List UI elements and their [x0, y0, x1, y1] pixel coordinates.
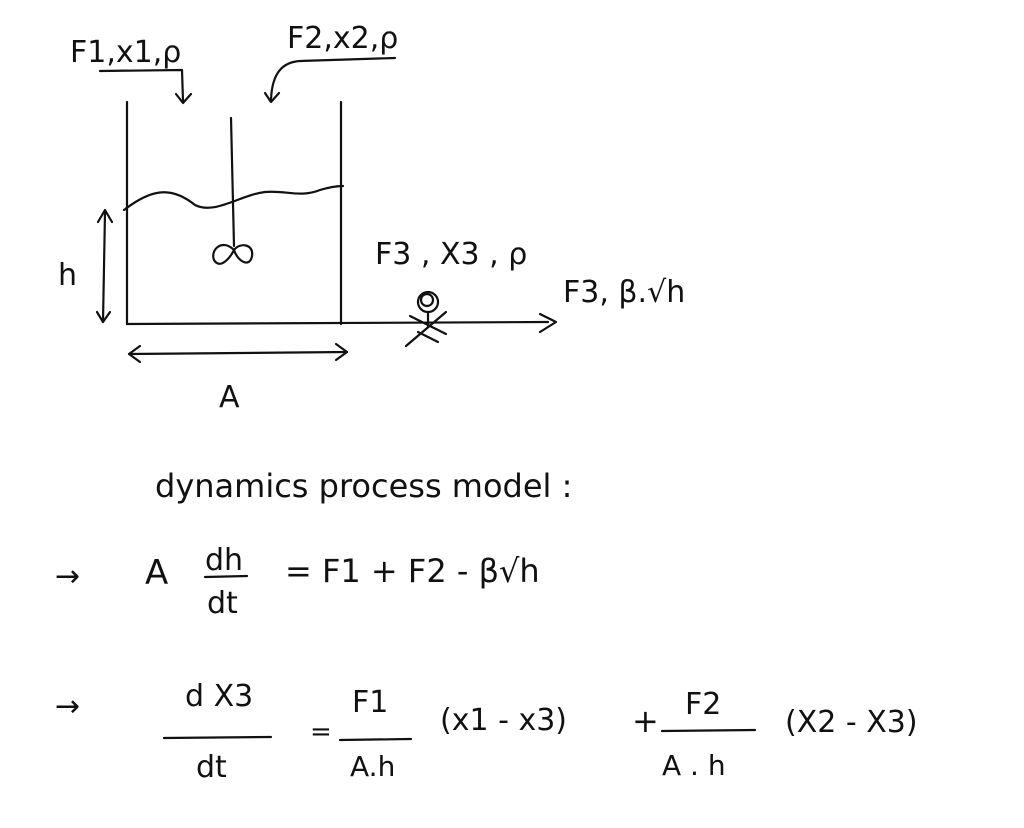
- outlet-valve-icon: [404, 290, 448, 348]
- outlet-arrow-head: [538, 312, 558, 334]
- height-arrow-top: [96, 208, 114, 224]
- eq1-numerator: dh: [205, 543, 243, 578]
- eq2-term1: (x1 - x3): [440, 703, 567, 738]
- model-heading: dynamics process model :: [155, 467, 572, 505]
- eq1-right-hand-side: = F1 + F2 - β√h: [285, 552, 540, 590]
- inlet1-arrow-head: [174, 92, 193, 105]
- area-arrow-right: [334, 342, 349, 362]
- eq1-denominator: dt: [207, 586, 238, 621]
- inlet1-pipe: [98, 68, 185, 103]
- outlet-flow-label: F3, β.√h: [563, 275, 685, 310]
- inlet2-pipe: [269, 56, 397, 102]
- eq2-frac2-denominator: A . h: [662, 749, 726, 782]
- inlet2-label: F2,x2,ρ: [287, 21, 398, 56]
- eq1-area-coefficient: A: [145, 553, 168, 593]
- stirrer-shaft: [229, 116, 236, 248]
- eq2-frac1-bar: [338, 737, 413, 742]
- eq2-arrow-icon: →: [55, 689, 80, 724]
- eq2-frac1-denominator: A.h: [350, 750, 395, 783]
- eq2-frac2-numerator: F2: [685, 687, 721, 722]
- eq2-fraction-bar: [162, 735, 273, 740]
- eq2-term2: (X2 - X3): [785, 705, 918, 740]
- outlet-label: F3 , X3 , ρ: [375, 237, 527, 272]
- eq2-denominator: dt: [196, 750, 227, 785]
- height-arrow-bottom: [95, 310, 112, 324]
- inlet1-label: F1,x1,ρ: [70, 35, 181, 70]
- area-dimension-line: [127, 350, 349, 356]
- stirrer-blades-icon: [212, 243, 254, 265]
- eq2-numerator: d X3: [185, 679, 253, 714]
- eq1-arrow-icon: →: [55, 559, 80, 594]
- eq2-plus-sign: +: [632, 702, 659, 740]
- eq2-equals-sign: =: [310, 717, 332, 747]
- eq2-frac1-numerator: F1: [352, 685, 388, 720]
- inlet2-arrow-head: [263, 91, 281, 104]
- eq2-frac2-bar: [660, 728, 757, 733]
- outlet-pipe: [125, 320, 550, 326]
- height-dimension-line: [101, 210, 107, 324]
- area-arrow-left: [127, 344, 142, 364]
- area-label: A: [219, 380, 240, 415]
- level-label: h: [58, 258, 77, 293]
- eq1-fraction-bar: [203, 574, 249, 579]
- liquid-surface: [122, 184, 345, 212]
